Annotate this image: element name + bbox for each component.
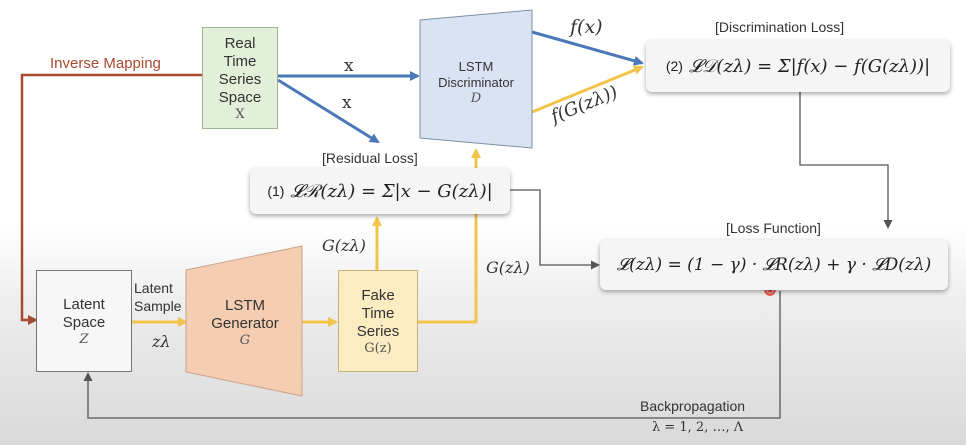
residual-loss-number: (1) [267, 183, 285, 199]
generator-symbol: G [239, 332, 251, 348]
fake-series-line-2: Time [361, 304, 395, 322]
discriminator-line-2: Discriminator [438, 74, 514, 90]
discriminator-line-1: LSTM [458, 58, 494, 74]
generator-shape [185, 245, 303, 397]
residual-to-loss-arrow [510, 189, 600, 270]
latent-space-symbol: Z [79, 331, 89, 347]
lambda-range-label: λ = 1, 2, …, Λ [652, 420, 744, 435]
fx-arrow [531, 30, 644, 66]
real-time-series-space: Real Time Series Space X [202, 27, 278, 129]
discrimination-loss-number: (2) [665, 58, 683, 74]
loss-function-formula: 𝓛(zλ) = (1 − γ) · 𝓛R(zλ) + γ · 𝓛D(zλ) [600, 240, 948, 290]
fgz-arrow [531, 65, 644, 114]
fake-series-line-1: Fake [361, 286, 395, 304]
x-label-top: x [344, 56, 354, 76]
discrimination-loss-title: [Discrimination Loss] [715, 19, 845, 35]
latent-sample-label-1: Latent [134, 280, 173, 296]
latent-space-line-1: Latent [63, 295, 105, 313]
generator-line-2: Generator [211, 314, 279, 332]
fx-label: f(x) [570, 16, 603, 38]
backpropagation-label: Backpropagation [640, 398, 746, 414]
discrimination-loss-formula: (2) 𝓛𝒟(zλ) = Σ|f(x) − f(G(zλ))| [646, 40, 950, 92]
x-label-mid: x [342, 93, 352, 113]
lstm-discriminator: LSTM Discriminator D [420, 52, 532, 112]
inverse-mapping-arrow [20, 73, 202, 325]
real-space-line-1: Real [224, 34, 256, 52]
residual-loss-title: [Residual Loss] [322, 150, 418, 166]
fake-series-line-3: Series [356, 322, 400, 340]
x-to-residual-arrow [277, 78, 380, 144]
generator-line-1: LSTM [224, 296, 265, 314]
latent-space: Latent Space Z [36, 270, 132, 372]
discrimination-to-loss-arrow [799, 92, 893, 229]
discrimination-loss-expression: 𝓛𝒟(zλ) = Σ|f(x) − f(G(zλ))| [688, 55, 931, 77]
latent-sample-label-2: Sample [134, 298, 182, 314]
lstm-generator: LSTM Generator G [190, 292, 300, 352]
real-space-line-2: Time [223, 52, 257, 70]
g-z-right-label: G(zλ) [486, 258, 530, 277]
z-lambda-label: zλ [152, 332, 171, 351]
residual-loss-expression: 𝓛ℛ(zλ) = Σ|x − G(zλ)| [290, 180, 493, 202]
real-space-line-4: Space [218, 88, 262, 106]
g-z-left-label: G(zλ) [322, 236, 366, 255]
discriminator-shape [419, 9, 533, 149]
loss-function-title: [Loss Function] [726, 220, 821, 236]
backpropagation-arrow [83, 291, 781, 419]
fake-series-symbol: G(z) [364, 340, 392, 356]
latent-space-line-2: Space [62, 313, 106, 331]
loss-function-expression: 𝓛(zλ) = (1 − γ) · 𝓛R(zλ) + γ · 𝓛D(zλ) [616, 255, 932, 275]
fake-time-series: Fake Time Series G(z) [338, 270, 418, 372]
discriminator-symbol: D [470, 90, 482, 106]
residual-loss-formula: (1) 𝓛ℛ(zλ) = Σ|x − G(zλ)| [250, 168, 510, 214]
inverse-mapping-label: Inverse Mapping [50, 55, 161, 72]
real-space-line-3: Series [218, 70, 262, 88]
real-space-symbol: X [235, 106, 245, 122]
